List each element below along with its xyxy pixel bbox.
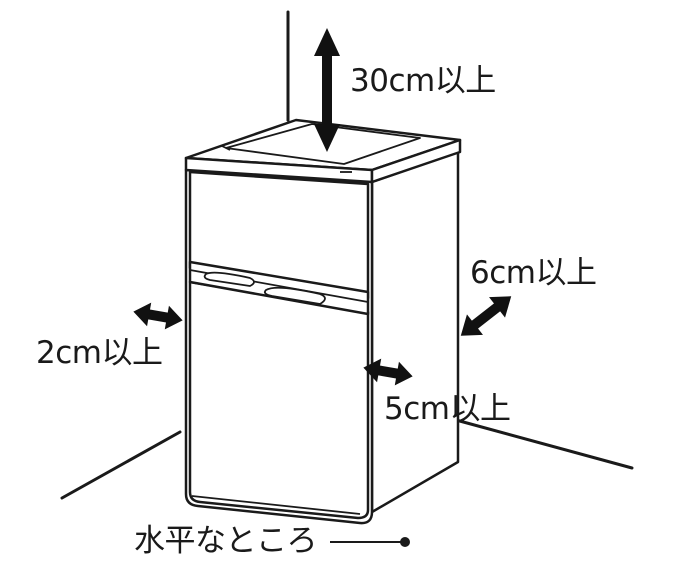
fridge-side-panel — [370, 150, 460, 514]
handle-right — [263, 286, 326, 305]
label-back-clearance: 6cm以上 — [470, 255, 597, 291]
floor-leader — [330, 537, 410, 547]
clearance-arrows — [133, 28, 512, 386]
floor-line-left — [60, 430, 182, 500]
arrow-back — [460, 296, 512, 336]
room-lines — [60, 10, 634, 500]
handle-left — [203, 271, 255, 287]
fridge-base — [191, 495, 361, 515]
floor-leader-dot — [400, 537, 410, 547]
fridge-top-recess — [225, 123, 421, 165]
fridge-door — [188, 280, 370, 520]
label-floor: 水平なところ — [134, 523, 318, 559]
fridge-top-side-rim — [370, 138, 462, 184]
refrigerator — [184, 118, 462, 525]
label-right-clearance: 5cm以上 — [384, 391, 511, 427]
arrow-left — [133, 302, 183, 330]
floor-line-right — [454, 418, 634, 470]
fridge-top-notch-left — [221, 145, 231, 151]
arrow-right — [363, 358, 413, 386]
arrow-top — [314, 28, 340, 152]
label-top-clearance: 30cm以上 — [350, 63, 496, 99]
label-left-clearance: 2cm以上 — [36, 335, 163, 371]
